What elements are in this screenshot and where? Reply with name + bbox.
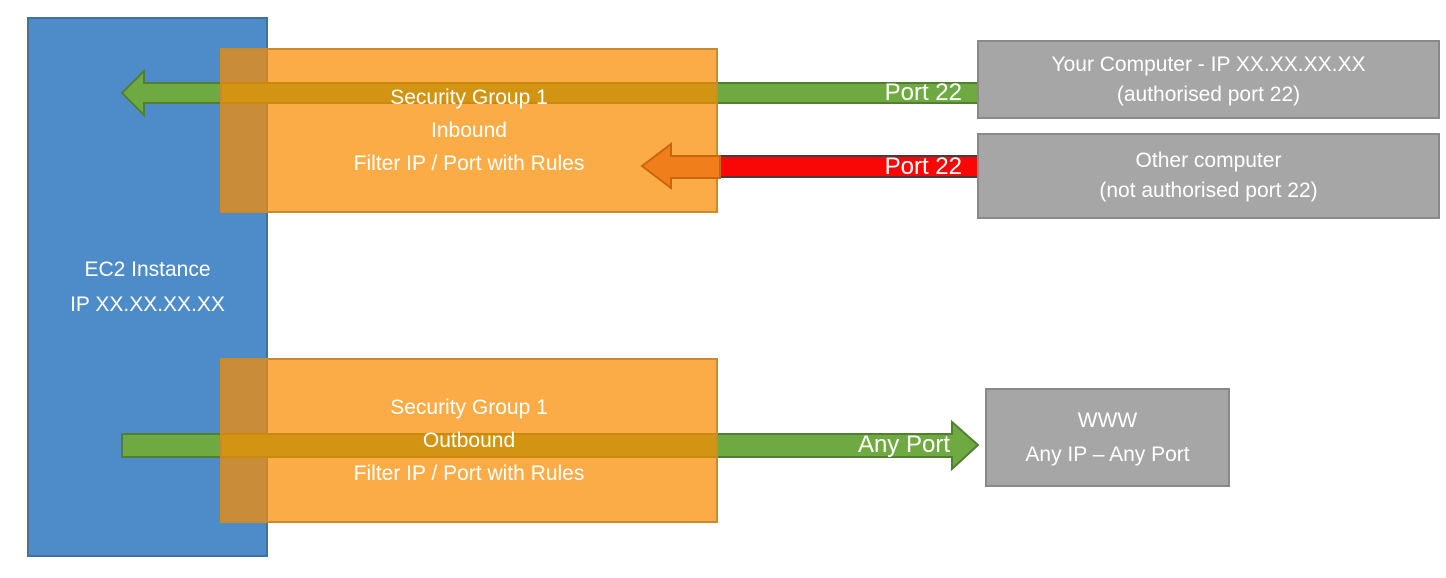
sg-inbound-title: Security Group 1 — [390, 86, 548, 109]
outbound-port-label: Any Port — [857, 431, 950, 458]
ec2-instance-ip: IP XX.XX.XX.XX — [70, 293, 225, 316]
other-computer-node: Other computer (not authorised port 22) — [977, 133, 1440, 219]
www-subtitle: Any IP – Any Port — [1025, 442, 1190, 466]
your-computer-subtitle: (authorised port 22) — [1116, 82, 1301, 106]
ec2-instance-title: EC2 Instance — [84, 258, 211, 281]
blocked-arrow-head-icon — [640, 141, 721, 191]
inbound-allowed-port-label: Port 22 — [884, 79, 962, 106]
sg-outbound-title: Security Group 1 — [390, 396, 548, 419]
sg-outbound-direction: Outbound — [422, 429, 516, 452]
www-title: WWW — [1077, 408, 1138, 432]
your-computer-node: Your Computer - IP XX.XX.XX.XX (authoris… — [977, 40, 1440, 119]
other-computer-title: Other computer — [1135, 149, 1282, 172]
your-computer-title: Your Computer - IP XX.XX.XX.XX — [1051, 52, 1366, 76]
www-node: WWW Any IP – Any Port — [985, 388, 1230, 487]
sg-outbound-description: Filter IP / Port with Rules — [353, 462, 585, 485]
security-group-inbound-node: Security Group 1 Inbound Filter IP / Por… — [220, 48, 718, 213]
inbound-blocked-port-label: Port 22 — [884, 153, 962, 180]
security-group-outbound-node: Security Group 1 Outbound Filter IP / Po… — [220, 358, 718, 523]
sg-inbound-direction: Inbound — [431, 119, 507, 142]
sg-inbound-description: Filter IP / Port with Rules — [353, 152, 585, 175]
other-computer-subtitle: (not authorised port 22) — [1099, 179, 1318, 202]
